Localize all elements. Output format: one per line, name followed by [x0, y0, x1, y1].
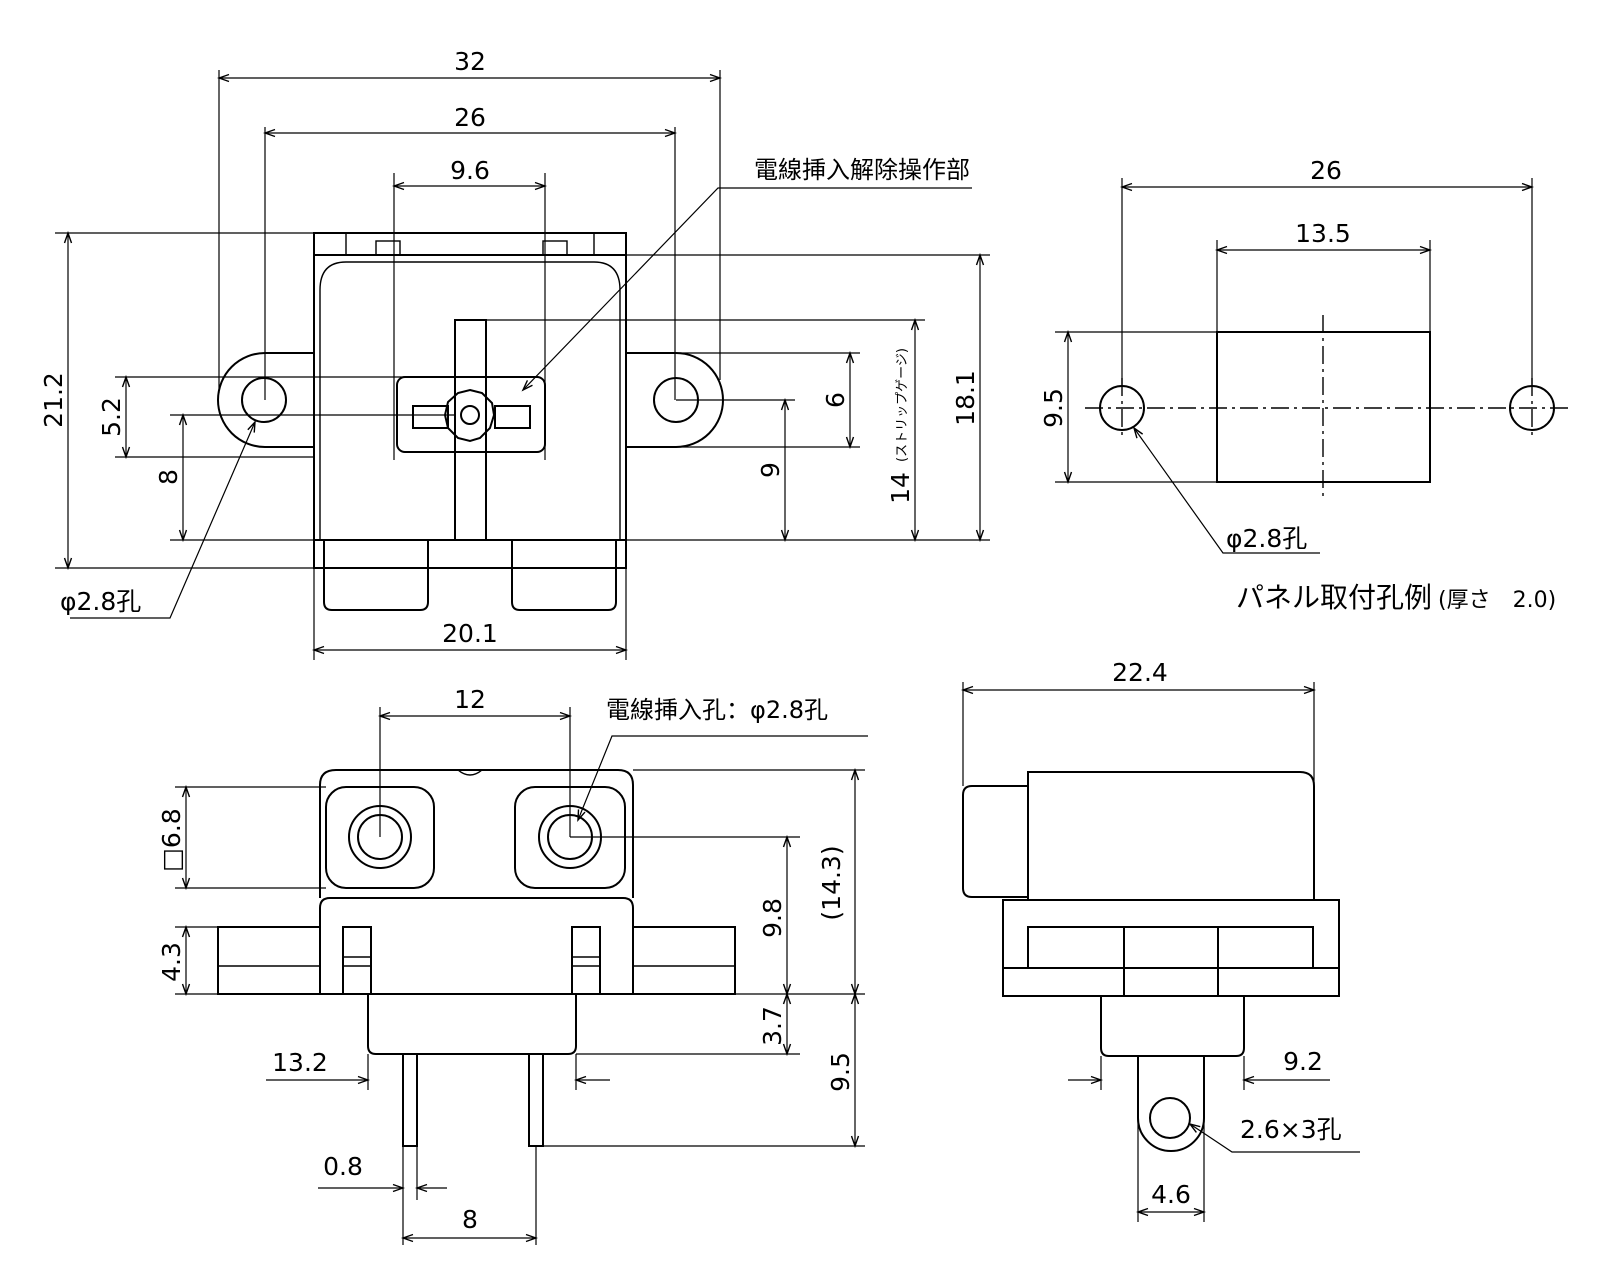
bottom-flange-left: [217, 926, 321, 995]
dim-9-2: 9.2: [1283, 1047, 1323, 1076]
leader-side-hole: [1190, 1124, 1360, 1153]
label-panel-title: パネル取付孔例: [1236, 581, 1432, 614]
release-center: [460, 405, 480, 425]
dim-20-1: 20.1: [442, 619, 498, 648]
dim-bottom-9-5: 9.5: [826, 1052, 855, 1092]
label-panel-hole: φ2.8孔: [1226, 524, 1307, 553]
dim-panel-13-5: 13.5: [1295, 219, 1351, 248]
dim-6: 6: [821, 392, 850, 408]
leader-release-part: [523, 187, 972, 390]
bottom-lower-box: [367, 994, 577, 1055]
front-top-latch-left: [375, 240, 401, 256]
front-body: [313, 254, 627, 569]
dim-4-6: 4.6: [1151, 1180, 1191, 1209]
front-view: 32 26 9.6 電線挿入解除操作部 21.2 5.2 8 6 9 14 (ス…: [39, 47, 990, 660]
front-top-strip: [313, 232, 627, 256]
side-lower-box: [1100, 996, 1245, 1057]
bottom-middle-body: [319, 897, 634, 995]
leader-front-hole: [70, 422, 255, 619]
bottom-upper-housing: [319, 769, 634, 898]
leader-wire-hole: [578, 735, 868, 820]
dim-5-2: 5.2: [97, 397, 126, 437]
dim-9: 9: [756, 462, 785, 478]
dim-18-1: 18.1: [951, 370, 980, 426]
side-base-flange: [1002, 899, 1340, 997]
dim-6-8: □6.8: [157, 808, 186, 871]
dim-0-8: 0.8: [323, 1152, 363, 1181]
dim-21-2: 21.2: [39, 372, 68, 428]
dim-8-pitch: 8: [462, 1205, 478, 1234]
dim-4-3: 4.3: [157, 942, 186, 982]
side-upper-body: [1027, 771, 1315, 900]
label-front-hole: φ2.8孔: [60, 587, 141, 616]
label-strip-gauge: (ストリップゲージ): [895, 348, 910, 462]
dim-9-8: 9.8: [758, 898, 787, 938]
bottom-slot-right: [571, 926, 601, 995]
dim-26: 26: [454, 103, 486, 132]
dim-3-7: 3.7: [758, 1006, 787, 1046]
label-side-hole: 2.6×3孔: [1240, 1115, 1342, 1144]
release-slot-left: [412, 405, 449, 429]
dim-9-6: 9.6: [450, 156, 490, 185]
dim-14-3: (14.3): [817, 845, 846, 920]
label-wire-hole: 電線挿入孔：φ2.8孔: [606, 696, 828, 724]
side-view: 22.4 9.2 4.6 2.6×3孔: [963, 658, 1360, 1222]
bottom-slot-left: [342, 926, 372, 995]
front-bottom-tab-left: [323, 540, 429, 611]
pin-right: [528, 1053, 544, 1147]
dim-panel-26: 26: [1310, 156, 1342, 185]
release-slot-right: [494, 405, 531, 429]
dim-12: 12: [454, 685, 486, 714]
front-vertical-rib: [454, 319, 487, 541]
side-mount-tab: [1137, 1056, 1205, 1152]
pin-left: [402, 1053, 418, 1147]
side-base-inner: [1027, 926, 1314, 969]
front-bottom-tab-right: [511, 540, 617, 611]
front-hole-left: [241, 377, 287, 423]
panel-view: 26 13.5 9.5 φ2.8孔 パネル取付孔例 (厚さ 2.0): [1039, 156, 1570, 614]
dim-14: 14: [886, 472, 915, 504]
dim-8: 8: [154, 469, 183, 485]
bottom-flange-right: [632, 926, 736, 995]
dim-32: 32: [454, 47, 486, 76]
label-release-part: 電線挿入解除操作部: [754, 156, 970, 184]
side-mount-hole: [1149, 1097, 1191, 1139]
label-panel-thickness: (厚さ 2.0): [1438, 588, 1556, 613]
dim-22-4: 22.4: [1112, 658, 1168, 687]
leader-panel-hole: [1134, 428, 1320, 554]
dim-panel-9-5: 9.5: [1039, 388, 1068, 428]
side-left-boss: [962, 785, 1028, 898]
release-rotor: [443, 388, 496, 443]
bottom-view: 12 電線挿入孔：φ2.8孔 □6.8 4.3 9.8 (14.3) 3.7 9…: [157, 685, 868, 1245]
dim-13-2: 13.2: [272, 1048, 328, 1077]
front-ear-left: [217, 352, 314, 448]
front-top-latch-right: [542, 240, 568, 256]
